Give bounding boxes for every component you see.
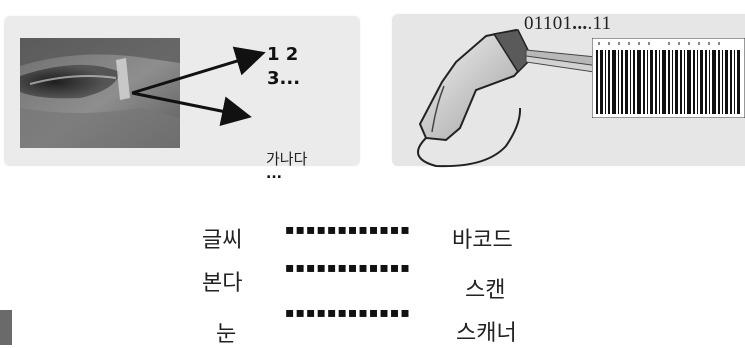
hangul-ellipsis: ... (266, 166, 282, 182)
numbers-line-2: 3... (267, 68, 301, 89)
binary-code: 01101....11 (524, 13, 611, 35)
row-3-dots: ▪▪▪▪▪▪▪▪▪▪▪▪ (285, 305, 411, 321)
row-2-dots: ▪▪▪▪▪▪▪▪▪▪▪▪ (285, 260, 411, 276)
corner-fragment (0, 310, 12, 345)
barcode (592, 38, 745, 118)
eye-photo (20, 38, 180, 148)
binary-dots: ... (572, 13, 588, 34)
binary-prefix: 01101 (524, 13, 573, 34)
binary-suffix: .11 (587, 13, 612, 34)
row-3-left: 눈 (216, 322, 237, 347)
row-1-right: 바코드 (452, 228, 513, 253)
row-1-left: 글씨 (202, 228, 243, 253)
row-3-right: 스캐너 (456, 321, 517, 346)
hangul-text: 가나다 (266, 150, 308, 168)
row-1-dots: ▪▪▪▪▪▪▪▪▪▪▪▪ (285, 222, 411, 238)
gaze-arrows (131, 46, 266, 126)
row-2-right: 스캔 (465, 278, 506, 303)
row-2-left: 본다 (202, 271, 243, 296)
numbers-line-1: 1 2 (267, 44, 299, 65)
